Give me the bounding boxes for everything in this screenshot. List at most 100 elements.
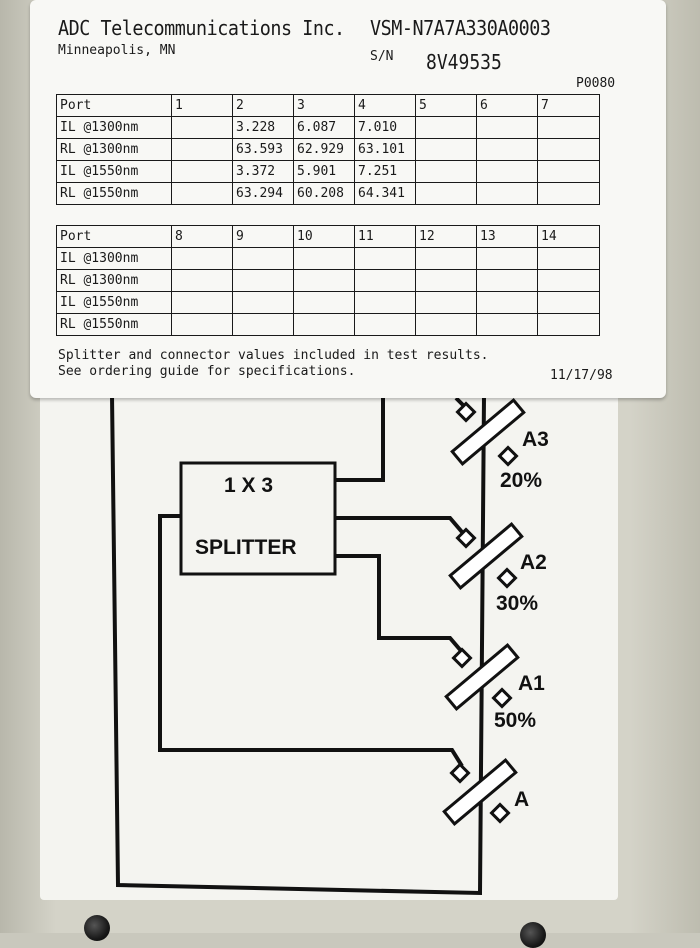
header-cell: 12: [415, 225, 477, 248]
header-cell: 5: [415, 94, 477, 117]
port-a3-label: A3: [522, 428, 549, 451]
row-label: IL @1300nm: [56, 116, 172, 139]
table-cell: [354, 291, 416, 314]
splitter-title: 1 X 3: [224, 474, 274, 497]
table-cell: [171, 182, 233, 205]
header-cell: 14: [537, 225, 600, 248]
table-cell: 7.251: [354, 160, 416, 183]
table-cell: [476, 313, 538, 336]
table-cell: [537, 138, 600, 161]
table-cell: [171, 313, 233, 336]
note-line-2: See ordering guide for specifications.: [58, 364, 356, 379]
schematic-placard: [40, 380, 618, 900]
table-row: IL @1550nm 3.372 5.901 7.251: [56, 160, 600, 183]
table-cell: [537, 182, 600, 205]
table-cell: 6.087: [293, 116, 355, 139]
table-cell: [415, 138, 477, 161]
table-cell: [537, 291, 600, 314]
header-cell: Port: [56, 225, 172, 248]
wire-a2: [335, 516, 464, 534]
port-a3-percent: 20%: [500, 469, 543, 492]
table-cell: [415, 313, 477, 336]
table-row: RL @1550nm 63.294 60.208 64.341: [56, 182, 600, 205]
table-cell: [476, 138, 538, 161]
table-cell: [293, 291, 355, 314]
table-cell: [171, 247, 233, 270]
table-cell: [476, 247, 538, 270]
table-cell: 7.010: [354, 116, 416, 139]
header-cell: 11: [354, 225, 416, 248]
outer-frame-wire: [110, 394, 486, 896]
row-label: RL @1300nm: [56, 138, 172, 161]
header-cell: 8: [171, 225, 233, 248]
splitter-label: SPLITTER: [195, 536, 297, 559]
header-cell: 13: [476, 225, 538, 248]
table-cell: [293, 247, 355, 270]
table-cell: [415, 116, 477, 139]
part-code: P0080: [576, 76, 616, 91]
table-cell: [476, 182, 538, 205]
port-a1-percent: 50%: [494, 709, 537, 732]
table-cell: [232, 291, 294, 314]
header-cell: Port: [56, 94, 172, 117]
table-cell: [476, 116, 538, 139]
table-cell: 63.593: [232, 138, 294, 161]
header-cell: 2: [232, 94, 294, 117]
header-cell: 10: [293, 225, 355, 248]
table-cell: [476, 160, 538, 183]
header-cell: 1: [171, 94, 233, 117]
table-row: RL @1300nm: [56, 269, 600, 292]
mounting-bolt-right: [520, 922, 546, 948]
table-cell: [171, 160, 233, 183]
table-cell: [293, 269, 355, 292]
header-cell: 9: [232, 225, 294, 248]
table-header-row: Port 1 2 3 4 5 6 7: [56, 94, 600, 117]
port-a2-label: A2: [520, 551, 547, 574]
company-name: ADC Telecommunications Inc.: [58, 16, 345, 40]
table-cell: [232, 247, 294, 270]
port-a1-label: A1: [518, 672, 545, 695]
results-table-ports-1-7: Port 1 2 3 4 5 6 7 IL @1300nm 3.228 6.08…: [56, 94, 600, 205]
row-label: RL @1300nm: [56, 269, 172, 292]
table-cell: 63.294: [232, 182, 294, 205]
header-cell: 3: [293, 94, 355, 117]
table-cell: 63.101: [354, 138, 416, 161]
company-city: Minneapolis, MN: [58, 43, 176, 58]
table-cell: [354, 313, 416, 336]
connector-a3: [450, 398, 526, 467]
table-cell: [354, 269, 416, 292]
table-cell: 3.372: [232, 160, 294, 183]
port-a2-percent: 30%: [496, 592, 539, 615]
table-cell: [354, 247, 416, 270]
table-cell: [232, 269, 294, 292]
table-cell: [415, 291, 477, 314]
header-cell: 4: [354, 94, 416, 117]
table-row: RL @1300nm 63.593 62.929 63.101: [56, 138, 600, 161]
connector-a: [442, 758, 518, 826]
connector-a2: [448, 522, 524, 590]
row-label: RL @1550nm: [56, 182, 172, 205]
table-cell: [415, 247, 477, 270]
table-header-row: Port 8 9 10 11 12 13 14: [56, 225, 600, 248]
connector-a1: [444, 643, 520, 711]
table-cell: [537, 160, 600, 183]
test-results-label: ADC Telecommunications Inc. Minneapolis,…: [30, 0, 666, 398]
table-cell: 64.341: [354, 182, 416, 205]
row-label: IL @1300nm: [56, 247, 172, 270]
table-cell: [171, 291, 233, 314]
table-cell: [293, 313, 355, 336]
table-row: IL @1300nm 3.228 6.087 7.010: [56, 116, 600, 139]
table-cell: [476, 291, 538, 314]
table-cell: [415, 160, 477, 183]
model-number: VSM-N7A7A330A0003: [370, 16, 551, 40]
serial-number-value: 8V49535: [426, 50, 502, 74]
row-label: RL @1550nm: [56, 313, 172, 336]
table-cell: [537, 313, 600, 336]
note-line-1: Splitter and connector values included i…: [58, 348, 489, 363]
table-row: RL @1550nm: [56, 313, 600, 336]
results-table-ports-8-14: Port 8 9 10 11 12 13 14 IL @1300nm RL @1…: [56, 225, 600, 336]
table-cell: 60.208: [293, 182, 355, 205]
port-a-label: A: [514, 788, 530, 811]
header-cell: 6: [476, 94, 538, 117]
